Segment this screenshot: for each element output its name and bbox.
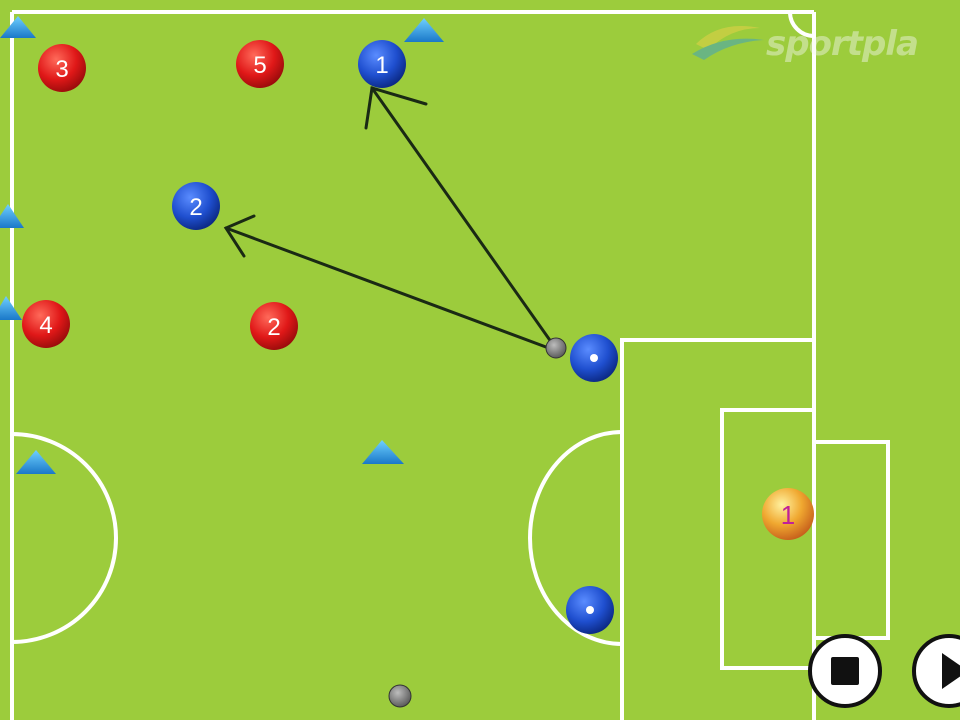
ball [545,337,567,359]
pass-arrows [223,86,556,352]
player-number: 5 [253,52,266,79]
player-number: 2 [189,194,202,221]
cones [0,16,444,474]
cone [404,18,444,42]
corner-arc [788,11,815,38]
cone [16,450,56,474]
arrowhead [223,214,256,258]
red-player-2: 2 [250,302,298,350]
red-player-4: 4 [22,300,70,348]
blue-player-1: 1 [358,40,406,88]
arrowhead [364,86,428,130]
player-number: 1 [375,52,388,79]
pitch-lines [10,10,890,720]
goal [812,440,890,640]
stop-button[interactable] [808,634,882,708]
play-button[interactable] [912,634,960,708]
cone [0,204,24,228]
red-player-3: 3 [38,44,86,92]
blue-player-dot-top [570,334,618,382]
blue-player-dot-bottom [566,586,614,634]
ball [388,684,412,708]
player-number: 3 [55,56,68,83]
player-number: 4 [39,312,52,339]
player-dot-icon [586,606,594,614]
penalty-arc [528,430,623,646]
cone [0,296,22,320]
pass-arrow-to-blue-2 [224,226,556,352]
cone [0,16,36,38]
player-dot-icon [590,354,598,362]
pass-arrow-to-blue-1 [370,86,556,348]
stop-icon [831,657,859,685]
player-number: 2 [267,314,280,341]
blue-player-2: 2 [172,182,220,230]
red-player-5: 5 [236,40,284,88]
goalkeeper-1: 1 [762,488,814,540]
player-number: 1 [781,500,795,530]
centre-circle-arc [11,432,118,644]
goal-area [720,408,816,670]
cone [362,440,404,464]
play-icon [942,653,960,689]
